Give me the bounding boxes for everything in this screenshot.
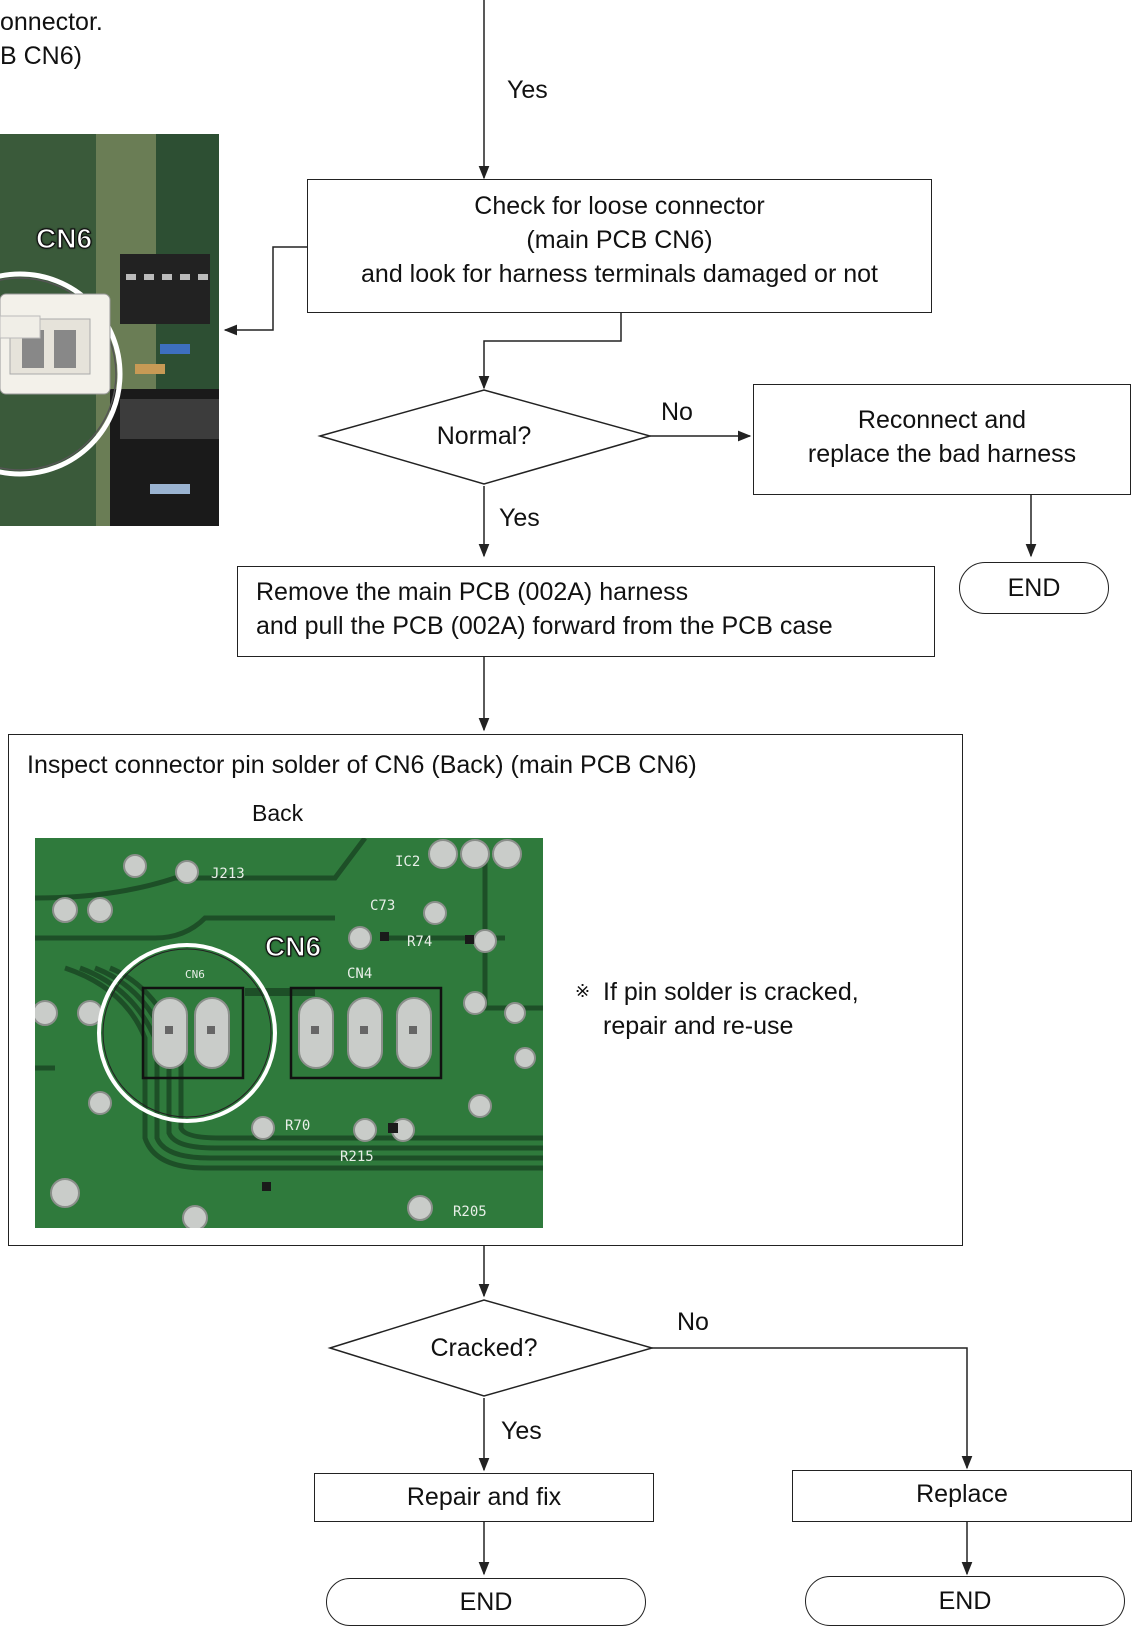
silk-c73: C73 <box>370 898 395 914</box>
inspect-note-line2: repair and re-use <box>603 1012 794 1040</box>
step-inspect-title: Inspect connector pin solder of CN6 (Bac… <box>27 751 697 779</box>
silk-cn6: CN6 <box>185 968 205 981</box>
step-check-line2: (main PCB CN6) <box>526 226 713 254</box>
step-check-box: Check for loose connector (main PCB CN6)… <box>307 179 932 313</box>
end-repair-label: END <box>459 1588 513 1616</box>
label-no-cracked: No <box>677 1308 709 1336</box>
silk-ic2: IC2 <box>395 854 420 870</box>
label-yes-normal: Yes <box>499 504 540 532</box>
end-replace-label: END <box>938 1587 992 1615</box>
step-reconnect-box: Reconnect and replace the bad harness <box>753 384 1131 495</box>
decision-normal-label: Normal? <box>436 422 532 450</box>
step-replace-box: Replace <box>792 1470 1132 1522</box>
step-reconnect-line1: Reconnect and <box>857 406 1027 434</box>
label-yes-top: Yes <box>507 76 548 104</box>
end-replace: END <box>805 1576 1125 1626</box>
end-repair: END <box>326 1578 646 1626</box>
end-reconnect: END <box>959 562 1109 614</box>
step-remove-line1: Remove the main PCB (002A) harness <box>256 578 689 606</box>
silk-r215: R215 <box>340 1149 374 1165</box>
step-repair-label: Repair and fix <box>406 1483 562 1511</box>
step-check-line1: Check for loose connector <box>474 192 765 220</box>
top-note-line1: onnector. <box>0 8 103 36</box>
decision-normal-shape <box>317 389 653 485</box>
back-label: Back <box>252 800 304 826</box>
step-remove-line2: and pull the PCB (002A) forward from the… <box>256 612 833 640</box>
step-check-line3: and look for harness terminals damaged o… <box>361 260 878 288</box>
label-no-normal: No <box>661 398 693 426</box>
end-reconnect-label: END <box>1007 574 1061 602</box>
inspect-note-line1: If pin solder is cracked, <box>603 978 859 1006</box>
silk-r74: R74 <box>407 934 432 950</box>
step-repair-box: Repair and fix <box>314 1473 654 1522</box>
label-yes-cracked: Yes <box>501 1417 542 1445</box>
step-inspect-box: Inspect connector pin solder of CN6 (Bac… <box>8 734 963 1246</box>
step-remove-box: Remove the main PCB (002A) harness and p… <box>237 566 935 657</box>
decision-cracked-shape <box>327 1299 655 1397</box>
decision-cracked-label: Cracked? <box>430 1334 538 1362</box>
note-mark: ※ <box>575 981 591 1001</box>
step-reconnect-line2: replace the bad harness <box>807 440 1077 468</box>
silk-j213: J213 <box>211 866 245 882</box>
silk-r70: R70 <box>285 1118 310 1134</box>
silk-r205: R205 <box>453 1204 487 1220</box>
connector-photo: CN6 <box>0 134 219 526</box>
top-note-line2: B CN6) <box>0 42 82 70</box>
solder-photo-label: CN6 <box>264 930 322 962</box>
silk-cn4: CN4 <box>347 966 372 982</box>
connector-photo-label: CN6 <box>35 222 93 254</box>
solder-photo: J213 IC2 C73 R74 CN4 R70 R215 R205 CN6 C… <box>35 838 543 1228</box>
step-replace-label: Replace <box>916 1480 1008 1508</box>
